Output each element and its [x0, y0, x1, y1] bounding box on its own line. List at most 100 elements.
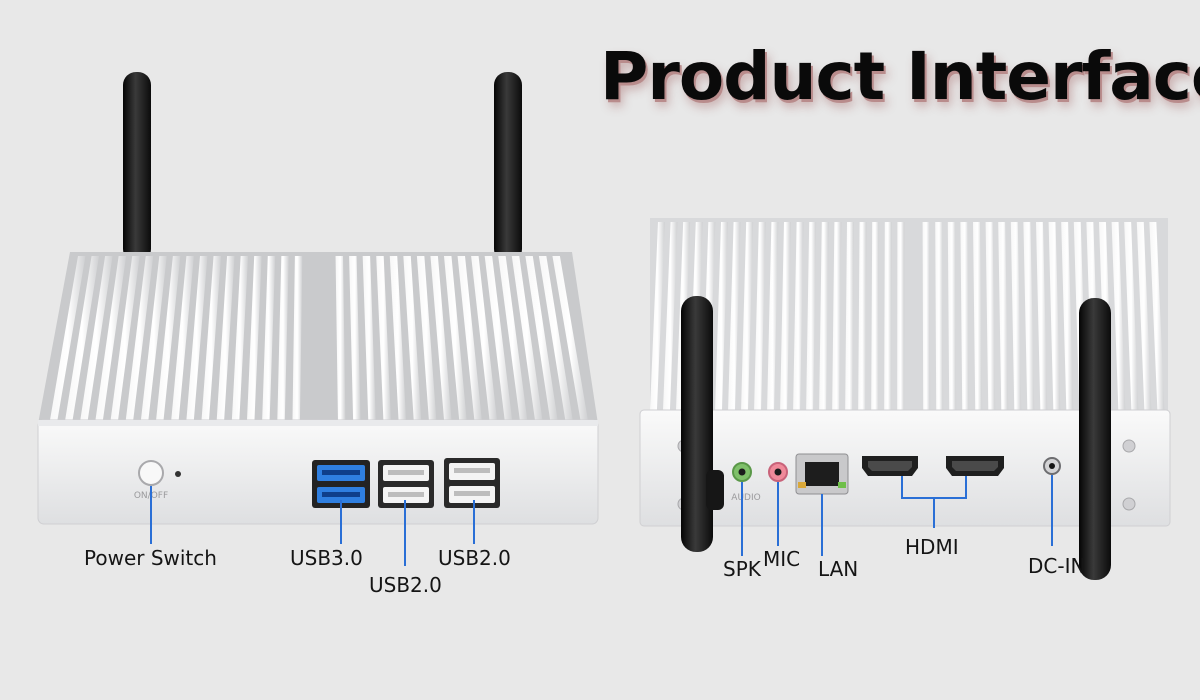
heatsink-fin [871, 222, 880, 410]
heatsink-fin [715, 222, 728, 410]
usb30-label: USB3.0 [290, 546, 363, 570]
spk-jack-hole [738, 468, 746, 476]
heatsink-fin [793, 222, 804, 410]
heatsink-fin [767, 222, 779, 410]
spk-label: SPK [723, 557, 761, 581]
audio-marking: AUDIO [731, 493, 760, 503]
heatsink-fin [110, 256, 140, 420]
heatsink-fin [960, 222, 970, 410]
heatsink-fin [201, 256, 222, 420]
heatsink-fin [832, 222, 842, 410]
heatsink-fin [1149, 222, 1165, 410]
heatsink-fin [741, 222, 754, 410]
front-view-device: ON/OFF [37, 72, 599, 566]
usb20-ports-middle [378, 460, 434, 508]
heatsink-fin [650, 222, 665, 410]
power-switch-label: Power Switch [84, 546, 217, 570]
heatsink-fin [484, 256, 513, 420]
heatsink-fin [125, 256, 154, 420]
heatsink-fin [216, 256, 235, 420]
heatsink-fin [935, 222, 944, 410]
usb30-ports [312, 460, 370, 508]
heatsink-fin [171, 256, 194, 420]
heatsink-fin [416, 256, 437, 420]
heatsink-fin [780, 222, 791, 410]
usb20-middle-label: USB2.0 [369, 573, 442, 597]
mic-label: MIC [763, 547, 801, 571]
heatsink-fin [663, 222, 678, 410]
usb20-ports-right [444, 458, 500, 508]
heatsink-fin [498, 256, 528, 420]
heatsink-fin [538, 256, 573, 420]
heatsink-fin [884, 222, 892, 410]
heatsink-fin [231, 256, 249, 420]
heatsink-fin [1136, 222, 1152, 410]
heatsink-fin [50, 256, 86, 420]
heatsink-fin [376, 256, 391, 420]
rear-right-antenna [1079, 298, 1111, 580]
heatsink-fin [335, 256, 346, 420]
usb20-right-label: USB2.0 [438, 546, 511, 570]
heatsink-fin [65, 256, 100, 420]
rear-leader-lines [741, 475, 1053, 556]
heatsink-fin [1036, 222, 1048, 410]
heatsink-fin [552, 256, 588, 420]
heatsink-fin [985, 222, 996, 410]
power-led [175, 471, 181, 477]
rear-left-antenna [681, 296, 724, 552]
heatsink-fin [389, 256, 407, 420]
dc-in-hole [1049, 463, 1055, 469]
heatsink-fin [998, 222, 1009, 410]
heatsink-fin [973, 222, 983, 410]
page-title: Product Interface [600, 38, 1200, 115]
hdmi-label: HDMI [905, 535, 959, 559]
heatsink-fin [471, 256, 497, 420]
heatsink-fin [922, 222, 931, 410]
heatsink-fin [403, 256, 422, 420]
heatsink-fin [1124, 222, 1139, 410]
heatsink-fin [754, 222, 766, 410]
power-switch-button [138, 460, 164, 486]
heatsink-fin [277, 256, 289, 420]
heatsink-fin [262, 256, 276, 420]
heatsink-fin [362, 256, 376, 420]
heatsink-fin [95, 256, 127, 420]
heatsink-fin [525, 256, 558, 420]
lan-label: LAN [818, 557, 859, 581]
heatsink-fin [845, 222, 854, 410]
heatsink-fin [511, 256, 543, 420]
heatsink-fin [728, 222, 741, 410]
heatsink-fin [1023, 222, 1035, 410]
heatsink-fin [156, 256, 181, 420]
heatsink-fin [292, 256, 303, 420]
heatsink-fin [140, 256, 167, 420]
heatsink-fin [806, 222, 817, 410]
heatsink-fin [186, 256, 208, 420]
lan-port [795, 453, 849, 495]
front-right-antenna [494, 72, 522, 262]
heatsink-fin [247, 256, 262, 420]
dc-in-label: DC-IN [1028, 554, 1086, 578]
front-left-antenna [123, 72, 151, 262]
heatsink-fin [947, 222, 957, 410]
hdmi-ports [862, 456, 1004, 476]
front-leader-lines [150, 486, 475, 566]
heatsink-fin [858, 222, 867, 410]
heatsink-fin [430, 256, 452, 420]
heatsink-fin [1111, 222, 1126, 410]
heatsink-fin [1010, 222, 1022, 410]
front-heatsink-fins [50, 256, 588, 420]
rear-view-device: AUDIO [639, 218, 1171, 580]
front-panel-edge [38, 420, 598, 426]
heatsink-fin [897, 222, 905, 410]
heatsink-fin [349, 256, 361, 420]
heatsink-fin [80, 256, 113, 420]
heatsink-fin [1048, 222, 1061, 410]
heatsink-fin [444, 256, 467, 420]
heatsink-fin [457, 256, 482, 420]
heatsink-fin [1061, 222, 1074, 410]
heatsink-fin [819, 222, 829, 410]
mic-jack-hole [774, 468, 782, 476]
